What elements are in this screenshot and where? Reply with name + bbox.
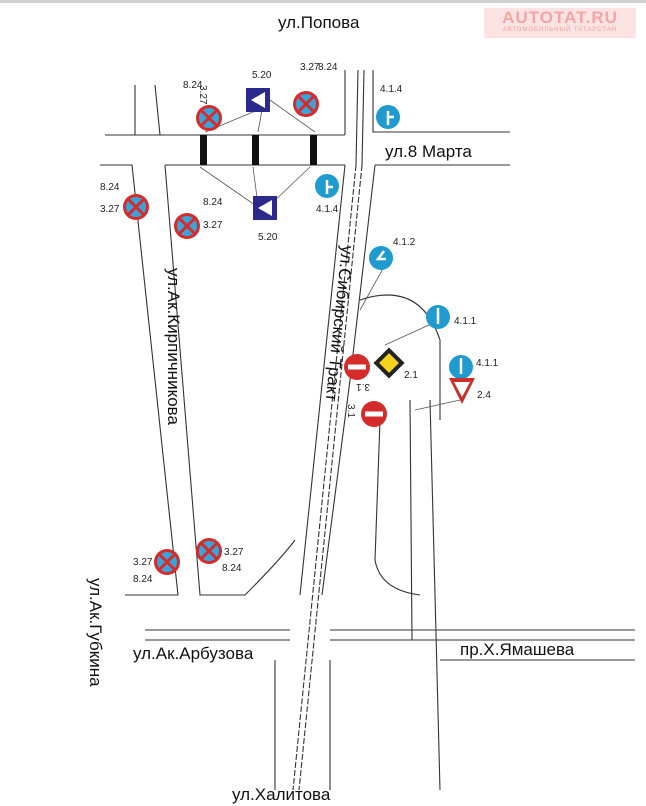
svg-text:4.1.4: 4.1.4 — [380, 84, 403, 95]
pedestrian-crossings — [200, 135, 317, 165]
street-yamasheva: пр.Х.Ямашева — [460, 640, 575, 659]
pedestrian-crossing-sign: 5.20 — [253, 196, 278, 243]
svg-text:8.24: 8.24 — [203, 197, 223, 208]
svg-text:8.24: 8.24 — [318, 62, 338, 73]
svg-text:8.24: 8.24 — [222, 563, 242, 574]
street-gubkina: ул.Ак.Губкина — [86, 578, 105, 687]
svg-text:2.4: 2.4 — [477, 390, 491, 401]
no-entry-sign: 3.1 — [345, 401, 387, 427]
svg-text:3.1: 3.1 — [345, 404, 356, 418]
no-stopping-sign: 3.27 8.24 — [133, 547, 182, 585]
svg-text:5.20: 5.20 — [258, 232, 278, 243]
street-arbuzova: ул.Ак.Арбузова — [133, 644, 254, 663]
straight-or-right-sign: 4.1.4 — [315, 174, 339, 215]
priority-road-sign: 2.1 — [373, 347, 418, 381]
street-sibirsky-trakt: ул.Сибирский Тракт — [322, 245, 357, 403]
svg-text:4.1.1: 4.1.1 — [454, 316, 477, 327]
no-stopping-sign: 3.27 — [194, 85, 224, 133]
straight-only-sign: 4.1.1 — [426, 305, 477, 329]
street-popova: ул.Попова — [278, 13, 360, 32]
svg-text:8.24: 8.24 — [133, 574, 153, 585]
turn-left-sign: 4.1.2 — [369, 237, 416, 270]
svg-text:5.20: 5.20 — [252, 70, 272, 81]
svg-text:3.27: 3.27 — [203, 220, 223, 231]
tow-label: 8.24 — [183, 80, 203, 91]
svg-text:3.27: 3.27 — [133, 557, 153, 568]
no-stopping-sign: 3.278.24 — [291, 62, 338, 119]
autotat-logo: AUTOTAT.RU АВТОМОБИЛЬНЫЙ ТАТАРСТАН — [484, 8, 636, 38]
no-stopping-sign: 3.27 8.24 — [172, 197, 223, 241]
svg-text:8.24: 8.24 — [100, 182, 120, 193]
logo-tagline: АВТОМОБИЛЬНЫЙ ТАТАРСТАН — [502, 27, 618, 33]
svg-text:4.1.1: 4.1.1 — [476, 358, 499, 369]
logo-brand: AUTOTAT.RU — [502, 8, 618, 27]
top-border — [0, 0, 646, 3]
no-stopping-sign: 3.27 8.24 — [100, 182, 151, 222]
street-kirpichnikova: ул.Ак.Кирпичникова — [164, 268, 183, 425]
yield-sign: 2.4 — [449, 378, 491, 404]
straight-only-sign: 4.1.1 — [449, 355, 499, 379]
svg-text:3.27: 3.27 — [197, 85, 208, 105]
svg-text:2.1: 2.1 — [404, 370, 418, 381]
svg-text:3.1: 3.1 — [356, 381, 370, 392]
street-khalitova: ул.Халитова — [232, 785, 331, 804]
no-stopping-sign: 3.27 8.24 — [194, 536, 244, 574]
road-lines — [100, 69, 635, 791]
street-8-marta: ул.8 Марта — [385, 142, 472, 161]
no-entry-sign: 3.1 — [344, 354, 370, 392]
svg-text:4.1.4: 4.1.4 — [316, 204, 339, 215]
svg-text:3.27: 3.27 — [300, 62, 320, 73]
svg-text:3.27: 3.27 — [100, 204, 120, 215]
straight-or-right-sign: 4.1.4 — [376, 84, 403, 129]
pedestrian-crossing-sign: 5.20 — [246, 70, 272, 112]
svg-text:3.27: 3.27 — [224, 547, 244, 558]
svg-text:4.1.2: 4.1.2 — [393, 237, 416, 248]
